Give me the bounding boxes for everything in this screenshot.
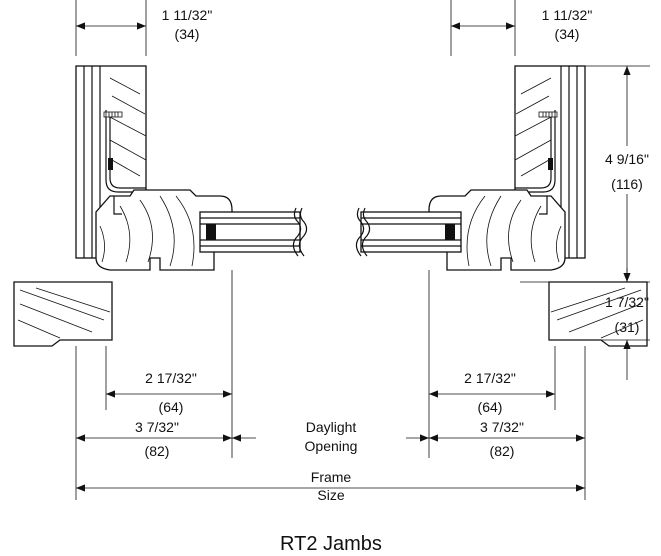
opening-label: Opening — [305, 438, 358, 454]
drawing-title: RT2 Jambs — [280, 533, 382, 555]
top-left-mm: (34) — [175, 26, 200, 42]
top-left-frac: 1 11/32" — [162, 7, 213, 23]
inner-right-frac: 2 17/32" — [464, 370, 516, 386]
extension-lines — [75, 0, 650, 500]
sill-mm: (31) — [615, 319, 640, 335]
sill-frac: 1 7/32" — [605, 294, 649, 310]
outer-left-mm: (82) — [145, 443, 170, 459]
top-right-mm: (34) — [555, 26, 580, 42]
height-mm: (116) — [611, 176, 643, 192]
outer-right-mm: (82) — [490, 443, 515, 459]
frame-label: Frame — [311, 469, 352, 485]
height-frac: 4 9/16" — [605, 151, 649, 167]
outer-left-frac: 3 7/32" — [135, 419, 179, 435]
daylight-label: Daylight — [306, 419, 357, 435]
size-label: Size — [317, 487, 344, 503]
dimension-labels: 1 11/32" (34) 1 11/32" (34) 4 9/16" (116… — [135, 0, 658, 503]
inner-right-mm: (64) — [478, 399, 503, 415]
outer-right-frac: 3 7/32" — [480, 419, 524, 435]
top-right-frac: 1 11/32" — [542, 7, 593, 23]
inner-left-mm: (64) — [159, 399, 184, 415]
glazing-unit — [199, 207, 462, 257]
left-jamb — [13, 65, 233, 347]
inner-left-frac: 2 17/32" — [145, 370, 197, 386]
